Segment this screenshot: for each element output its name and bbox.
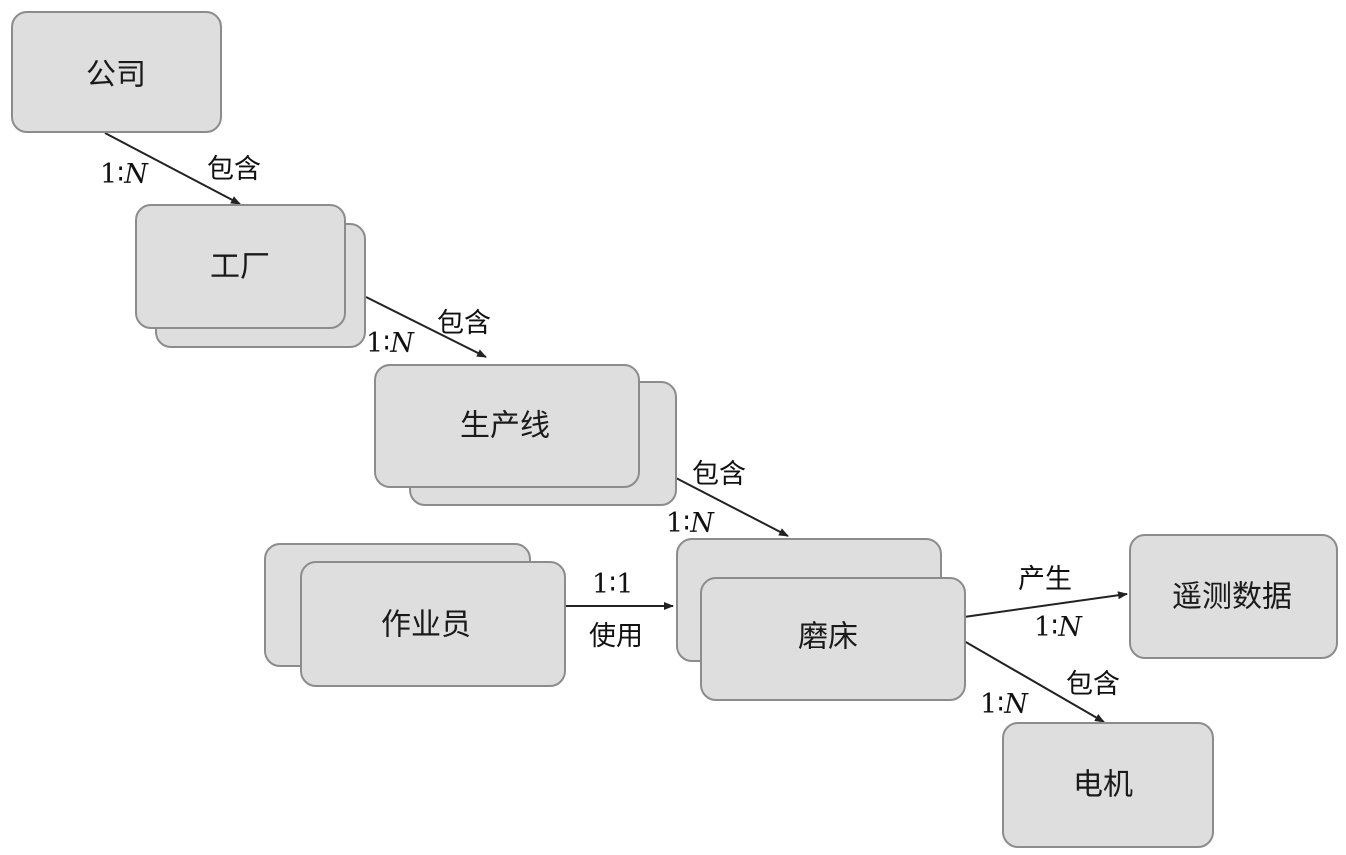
node-motor: 电机 [1002, 722, 1214, 848]
node-telemetry: 遥测数据 [1129, 534, 1338, 659]
node-label: 作业员 [381, 608, 471, 643]
node-label: 工厂 [210, 250, 270, 285]
edge-factory-line: 1∶N 包含 [365, 296, 491, 359]
edge-operator-grinder: 1∶1 使用 [565, 569, 674, 652]
node-label: 生产线 [460, 409, 550, 444]
node-label: 遥测数据 [1172, 580, 1292, 615]
relation-label: 使用 [589, 621, 643, 652]
node-factory: 工厂 [135, 204, 366, 348]
edge-grinder-telemetry: 产生 1∶N [963, 564, 1128, 643]
ratio-label: 1∶1 [592, 569, 633, 600]
node-grinder: 磨床 [676, 538, 966, 701]
edge-line-grinder: 1∶N 包含 [666, 459, 789, 539]
ratio-label: 1∶N [666, 508, 715, 539]
ratio-label: 1∶N [100, 159, 149, 190]
relation-label: 包含 [437, 308, 491, 339]
relation-label: 包含 [207, 154, 261, 185]
ratio-label: 1∶N [366, 328, 415, 359]
node-label: 公司 [86, 58, 146, 93]
node-production-line: 生产线 [374, 364, 677, 506]
edge-company-factory: 1∶N 包含 [100, 132, 261, 205]
relation-label: 包含 [692, 459, 746, 490]
ratio-label: 1∶N [1034, 612, 1083, 643]
node-label: 电机 [1073, 768, 1133, 803]
relation-label: 产生 [1018, 564, 1072, 595]
node-company: 公司 [11, 11, 222, 133]
ratio-label: 1∶N [980, 689, 1029, 720]
node-label: 磨床 [798, 620, 858, 655]
node-operator: 作业员 [264, 543, 566, 687]
relation-label: 包含 [1066, 669, 1120, 700]
edge-grinder-motor: 包含 1∶N [963, 640, 1120, 723]
